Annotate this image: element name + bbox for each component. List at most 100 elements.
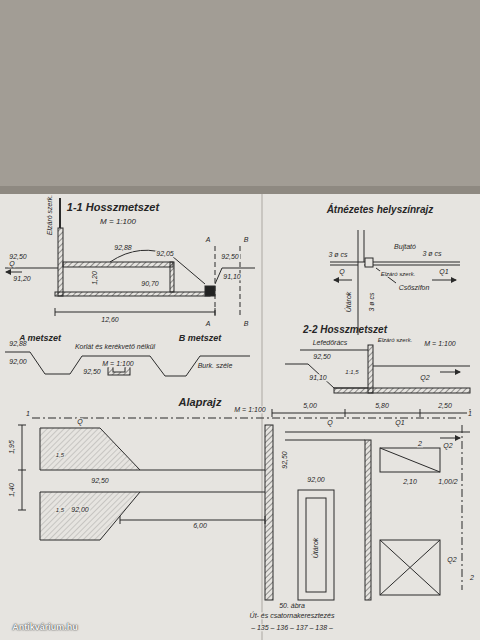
drawing-label: 91,10 <box>308 374 328 381</box>
section-2-2-stroke <box>334 388 470 393</box>
drawing-label: 1,95 <box>8 439 15 455</box>
drawing-label: Burk. széle <box>197 362 234 369</box>
drawing-label: 92,50 <box>90 477 110 484</box>
drawing-label: Q2 <box>446 556 457 563</box>
site-plan-stroke <box>432 280 456 281</box>
plan-view-stroke <box>272 409 470 417</box>
plan-view-stroke <box>462 425 463 590</box>
drawing-heading: 1-1 Hosszmetszet <box>66 202 160 214</box>
drawing-label: 2 <box>469 574 475 581</box>
drawing-label: 1,5 <box>55 452 65 458</box>
drawing-label: 1 <box>25 410 31 417</box>
drawing-label: M = 1:100 <box>101 360 134 367</box>
drawing-label: Q <box>326 419 333 426</box>
drawing-label: 92,50 <box>220 253 240 260</box>
section-1-1 <box>5 198 255 318</box>
drawing-label: Útárok <box>345 291 352 314</box>
drawing-label: Út- és csatornakeresztezés <box>249 612 336 619</box>
drawing-label: 92,50 <box>281 450 288 470</box>
drawing-label: 1,40 <box>8 482 15 498</box>
site-plan-stroke <box>330 262 460 265</box>
drawing-label: 92,00 <box>306 476 326 483</box>
drawing-label: Q <box>76 418 83 425</box>
section-1-1-stroke <box>110 250 205 284</box>
plan-view-stroke <box>40 492 140 540</box>
drawing-label: 2,10 <box>402 478 418 485</box>
section-1-1-stroke <box>55 292 210 296</box>
drawing-label: 92,00 <box>70 506 90 513</box>
drawing-label: Q1 <box>394 419 405 426</box>
plan-view-stroke <box>380 540 440 595</box>
plan-view-stroke <box>380 448 440 472</box>
plan-view-stroke <box>440 438 460 439</box>
section-2-2-stroke <box>285 364 368 388</box>
section-1-1-stroke <box>215 268 255 284</box>
plan-view-stroke <box>306 498 326 592</box>
drawing-label: B <box>243 320 250 327</box>
drawing-label: Útárok <box>312 537 319 560</box>
drawing-label: 3 ø cs <box>368 291 375 312</box>
section-1-1-stroke <box>58 228 63 296</box>
drawing-label: 1 <box>467 410 473 417</box>
drawing-label: 12,60 <box>100 316 120 323</box>
background-stroke <box>261 194 263 640</box>
drawing-label: 50. ábra <box>278 602 306 609</box>
drawing-label: 3 ø cs <box>327 251 348 258</box>
plan-view <box>18 409 470 600</box>
sections-a-b-stroke <box>5 352 250 376</box>
drawing-label: B <box>243 236 250 243</box>
plan-view-stroke <box>380 540 440 595</box>
drawing-label: 91,10 <box>222 273 242 280</box>
drawing-label: – 135 – 136 – 137 – 138 – <box>250 624 334 631</box>
drawing-label: 92,05 <box>155 250 175 257</box>
section-2-2-stroke <box>300 350 368 351</box>
drawing-label: 92,88 <box>8 340 28 347</box>
drawing-label: Elzáró szerk. <box>380 271 417 277</box>
section-1-1-stroke <box>6 272 22 273</box>
drawing-label: 1:1,5 <box>344 369 359 375</box>
plan-view-stroke <box>140 470 265 492</box>
drawing-label: Q <box>8 260 15 267</box>
drawing-label: 2,50 <box>437 402 453 409</box>
section-2-2-stroke <box>373 366 470 367</box>
plan-view-stroke <box>265 425 273 600</box>
background-stroke <box>0 186 480 194</box>
drawing-label: 1,5 <box>55 507 65 513</box>
plan-view-stroke <box>285 432 470 440</box>
section-2-2-stroke <box>440 372 460 373</box>
drawing-label: A <box>205 236 212 243</box>
drawing-label: M = 1:100 <box>423 340 456 347</box>
drawing-label: Elzáró szerk. <box>46 194 53 236</box>
drawing-label: 91,20 <box>12 275 32 282</box>
section-2-2 <box>285 345 470 393</box>
drawing-label: 2 <box>417 440 423 447</box>
drawing-label: 5,80 <box>374 402 390 409</box>
section-1-1-stroke <box>205 286 215 296</box>
drawing-label: 3 ø cs <box>421 250 442 257</box>
plan-view-stroke <box>298 490 334 600</box>
drawing-heading: Átnézetes helyszínrajz <box>326 205 435 216</box>
drawing-label: 92,00 <box>8 358 28 365</box>
drawing-label: A <box>205 320 212 327</box>
drawing-heading: B metszet <box>178 334 223 343</box>
sections-a-b <box>5 352 250 376</box>
drawing-label: 92,50 <box>312 353 332 360</box>
site-plan-stroke <box>358 230 364 335</box>
plan-view-stroke <box>380 448 440 472</box>
drawing-label: Q1 <box>438 268 449 275</box>
site-plan-stroke <box>365 258 373 267</box>
drawing-heading: Alaprajz <box>178 397 223 409</box>
section-1-1-stroke <box>55 308 215 316</box>
section-1-1-stroke <box>63 262 173 267</box>
plan-view-stroke <box>365 440 371 600</box>
drawing-label: Lefedőrács <box>312 339 349 346</box>
drawing-label: Csőszifon <box>398 284 431 291</box>
drawing-heading: 2-2 Hosszmetszet <box>302 325 388 336</box>
drawing-label: 1,00/2 <box>437 478 458 485</box>
section-1-1-stroke <box>215 246 240 318</box>
drawing-label: 5,00 <box>302 402 318 409</box>
